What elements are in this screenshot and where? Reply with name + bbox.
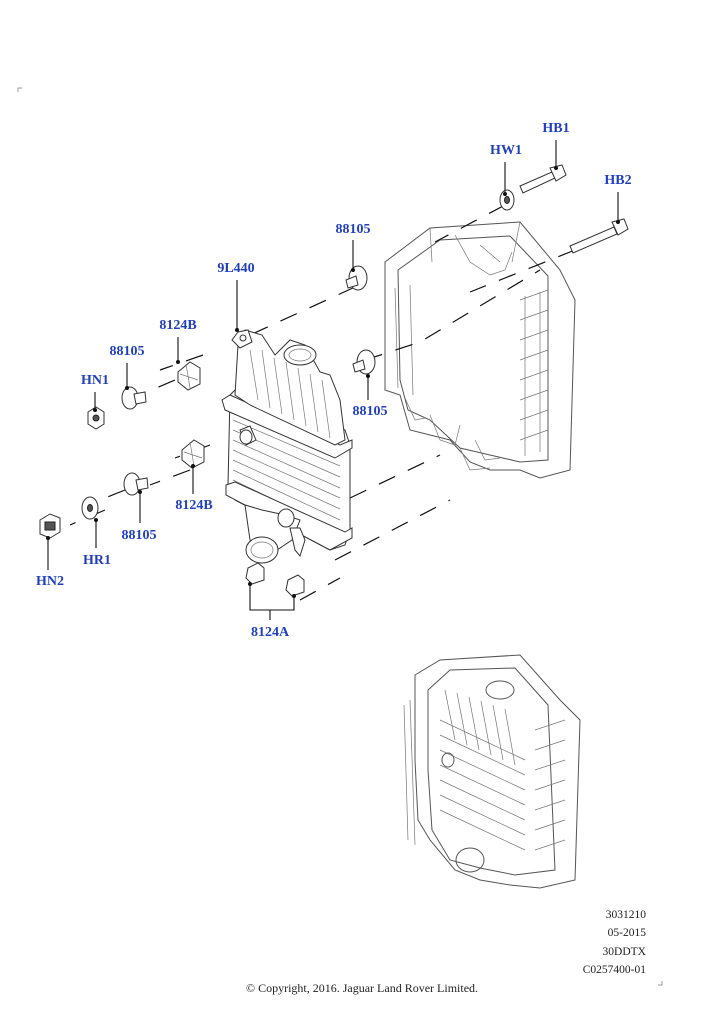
ref-number: 3031210 — [605, 909, 646, 921]
radiator-frame — [384, 221, 576, 479]
callout-hb1: HB1 — [542, 121, 570, 136]
callout-88105-top: 88105 — [335, 222, 371, 237]
callout-88105-left-lower: 88105 — [121, 528, 157, 543]
corner-mark-top-left — [17, 87, 22, 92]
callout-8124b-lower: 8124B — [175, 498, 213, 513]
leader-lines — [46, 140, 620, 620]
callout-hw1: HW1 — [490, 143, 522, 158]
copyright-notice: © Copyright, 2016. Jaguar Land Rover Lim… — [245, 981, 479, 995]
corner-mark-bottom-right — [658, 981, 663, 986]
ref-date: 05-2015 — [607, 927, 646, 939]
callout-hn1: HN1 — [81, 373, 109, 388]
callout-88105-left-upper: 88105 — [109, 344, 145, 359]
callout-88105-right: 88105 — [352, 404, 388, 419]
callout-8124b-upper: 8124B — [159, 318, 197, 333]
callout-hb2: HB2 — [604, 173, 632, 188]
intercooler — [221, 329, 353, 564]
callout-8124a: 8124A — [250, 625, 290, 640]
fasteners — [39, 164, 629, 597]
callout-9l440: 9L440 — [217, 261, 255, 276]
assembled-view — [403, 654, 581, 889]
callout-hr1: HR1 — [83, 553, 111, 568]
catalog-code: C0257400-01 — [582, 964, 646, 976]
callout-hn2: HN2 — [36, 574, 64, 589]
model-code: 30DDTX — [602, 946, 646, 958]
